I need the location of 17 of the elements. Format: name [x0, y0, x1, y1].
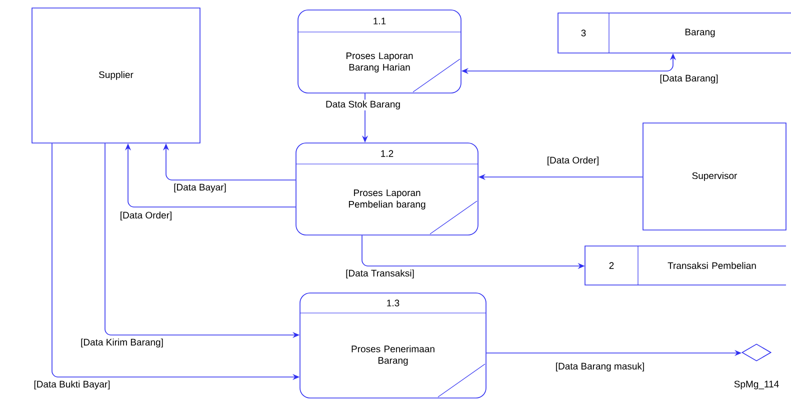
edge-label: [Data Bukti Bayar]: [32, 380, 112, 390]
data-store: 2 Transaksi Pembelian: [584, 246, 786, 286]
entity-box: Supplier: [32, 8, 200, 144]
process-box: 1.1 Proses Laporan Barang Harian: [298, 10, 462, 94]
entity-box: Supervisor: [642, 122, 786, 230]
edge-label: [Data Order]: [546, 156, 600, 166]
edge-label: [Data Order]: [118, 210, 174, 222]
data-store: 3 Barang: [558, 12, 791, 54]
edge-label: [Data Barang masuk]: [554, 362, 646, 372]
edge-label: Data Stok Barang: [324, 100, 402, 110]
process-box: 1.2 Proses Laporan Pembelian barang: [296, 142, 478, 236]
node-caption: SpMg_114: [734, 380, 779, 390]
process-box: 1.3 Proses Penerimaan Barang: [300, 292, 486, 398]
edge-label: [Data Barang]: [658, 74, 720, 84]
edge-label: [Data Bayar]: [172, 182, 228, 194]
edge-label: [Data Transaksi]: [344, 268, 416, 280]
edge-label: [Data Kirim Barang]: [80, 338, 164, 348]
